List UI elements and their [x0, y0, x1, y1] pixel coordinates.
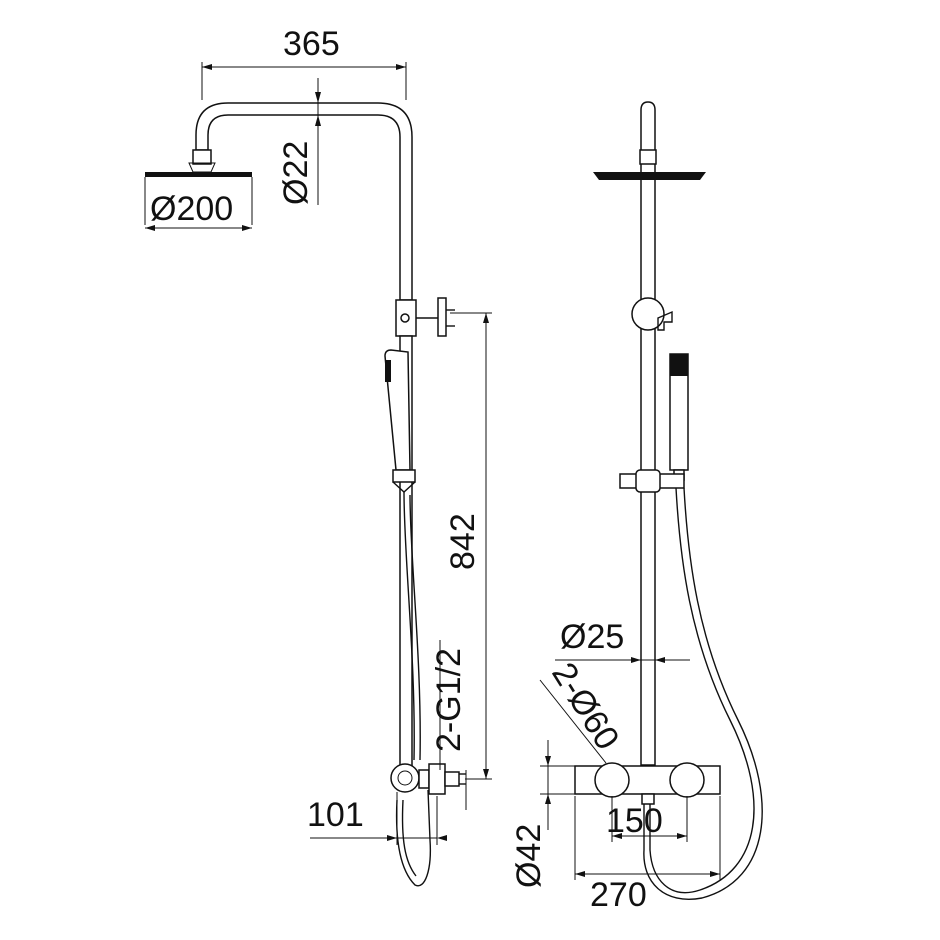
dim-pipe-dia: Ø22	[277, 141, 315, 205]
hand-shower	[384, 349, 411, 471]
dim-rail-dia: Ø25	[560, 618, 624, 656]
dim-arm-width: 365	[283, 25, 340, 63]
dim-height: 842	[444, 513, 482, 570]
shower-head	[145, 172, 252, 177]
side-view	[144, 62, 492, 887]
dim-inlet-thread: 2-G1/2	[430, 648, 468, 752]
dim-body-dia: Ø42	[510, 824, 548, 888]
diverter-front	[631, 297, 665, 331]
rail-top	[640, 101, 656, 766]
dim-body-width: 270	[590, 876, 647, 914]
dim-center-distance: 150	[606, 802, 663, 840]
dim-head-dia: Ø200	[150, 190, 233, 228]
hose	[403, 491, 415, 761]
dim-eccentric: 2-Ø60	[544, 656, 626, 756]
dim-offset: 101	[307, 796, 364, 834]
front-view	[539, 101, 763, 900]
hose-front	[649, 487, 755, 894]
head-connector	[192, 149, 212, 165]
mixer-side	[390, 763, 420, 793]
shower-head-front	[593, 172, 706, 180]
